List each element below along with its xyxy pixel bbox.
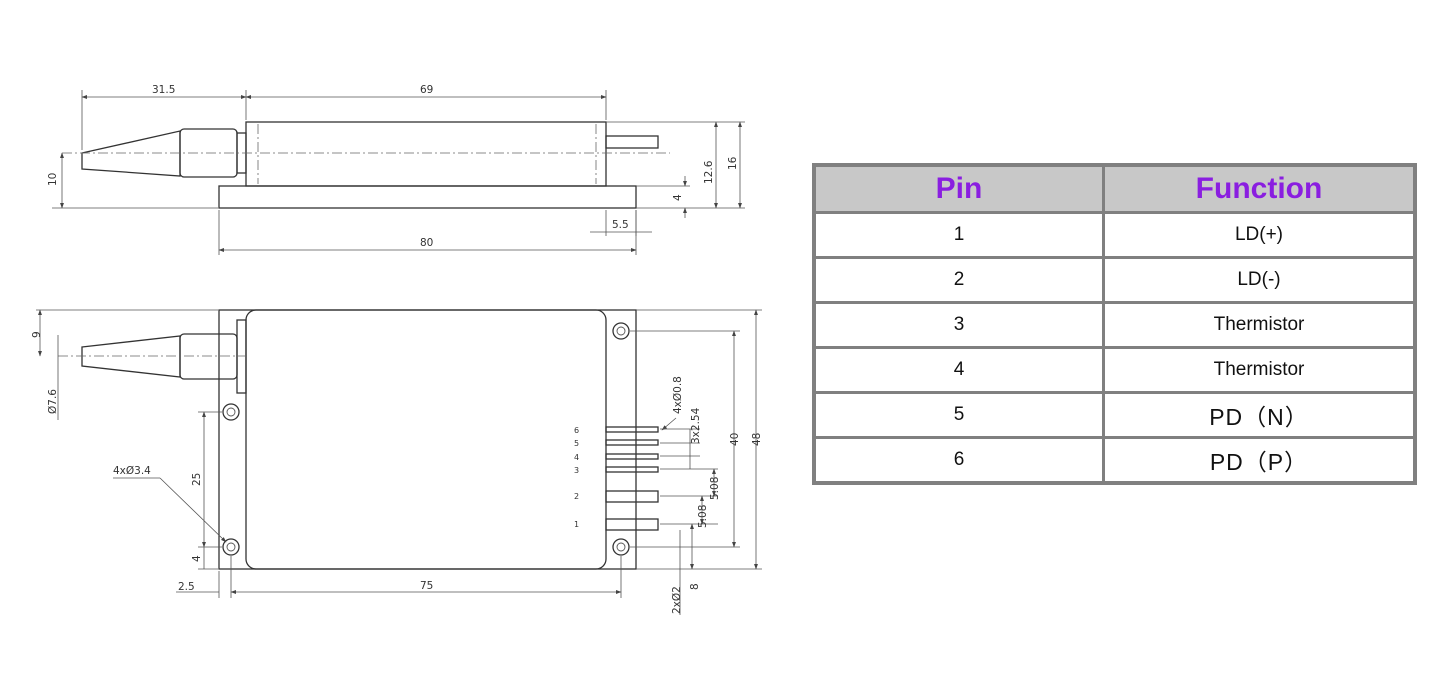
top-body [245, 309, 607, 570]
pin-number: 5 [812, 391, 1105, 439]
dim-fiber-offset: 9 [31, 331, 43, 338]
pin-label-2: 2 [574, 492, 579, 501]
dim-total-width: 48 [751, 433, 763, 446]
dim-hole-edge-h: 2.5 [178, 581, 195, 593]
pin-function: PD（P） [1102, 436, 1417, 485]
side-fiber-boot [81, 130, 181, 177]
dim-fiber-diameter: Ø7.6 [47, 389, 59, 414]
header-pin: Pin [812, 163, 1105, 214]
dim-pin-diameter: 4xØ0.8 [672, 376, 684, 414]
pin-2 [605, 490, 659, 503]
dim-body-length: 69 [420, 84, 433, 96]
top-view: 6 5 4 3 2 1 9 Ø7.6 4xØ3.4 25 4 2.5 75 [31, 309, 763, 615]
dim-pin-hole-diameter: 2xØ2 [671, 586, 683, 614]
table-row: 4 Thermistor [812, 346, 1417, 394]
dim-hole-spacing-h: 75 [420, 580, 433, 592]
table-header-row: Pin Function [812, 163, 1417, 214]
dim-fiber-height: 10 [47, 173, 59, 186]
dim-fiber-length: 31.5 [152, 84, 175, 96]
dim-pin-gap-b: 5.08 [697, 505, 709, 528]
table-row: 6 PD（P） [812, 436, 1417, 485]
pin-number: 6 [812, 436, 1105, 485]
dim-pin-offset: 5.5 [612, 219, 629, 231]
pin-function: PD（N） [1102, 391, 1417, 439]
table-row: 3 Thermistor [812, 301, 1417, 349]
table-row: 1 LD(+) [812, 211, 1417, 259]
dim-body-height: 12.6 [703, 160, 715, 184]
side-view: 31.5 69 80 5.5 10 4 12.6 16 [47, 84, 745, 255]
pin-label-3: 3 [574, 466, 579, 475]
pin-function: LD(-) [1102, 256, 1417, 304]
dim-pin-edge: 8 [689, 583, 701, 590]
top-fiber-flange [236, 319, 247, 394]
mount-hole-bottom-left [222, 538, 240, 556]
pin-function: LD(+) [1102, 211, 1417, 259]
table-row: 5 PD（N） [812, 391, 1417, 439]
mount-hole-top-left [222, 403, 240, 421]
pin-4 [605, 453, 659, 460]
dim-hole-edge-v: 4 [191, 555, 203, 562]
pin-function-table: Pin Function 1 LD(+) 2 LD(-) 3 Thermisto… [812, 163, 1417, 485]
dim-total-height: 16 [727, 156, 739, 170]
mount-hole-top-right [612, 322, 630, 340]
pin-label-4: 4 [574, 453, 579, 462]
dim-mount-holes: 4xØ3.4 [113, 465, 151, 477]
pin-label-6: 6 [574, 426, 579, 435]
top-fiber-collar [179, 333, 238, 380]
side-body [245, 121, 607, 187]
header-function: Function [1102, 163, 1417, 214]
pin-number: 3 [812, 301, 1105, 349]
side-base-plate [218, 185, 637, 209]
pin-6 [605, 426, 659, 433]
side-pin [605, 135, 659, 149]
pin-number: 1 [812, 211, 1105, 259]
table-row: 2 LD(-) [812, 256, 1417, 304]
pin-3 [605, 466, 659, 473]
dim-hole-spacing-v: 25 [191, 473, 203, 486]
pin-1 [605, 518, 659, 531]
dim-base-thickness: 4 [672, 194, 684, 201]
pin-number: 4 [812, 346, 1105, 394]
mount-hole-bottom-right [612, 538, 630, 556]
pin-5 [605, 439, 659, 446]
pin-function: Thermistor [1102, 301, 1417, 349]
dim-pin-pitch: 3x2.54 [690, 407, 702, 444]
dim-body-width: 40 [729, 433, 741, 446]
pin-function: Thermistor [1102, 346, 1417, 394]
dim-base-length: 80 [420, 237, 433, 249]
pin-label-1: 1 [574, 520, 579, 529]
pin-number: 2 [812, 256, 1105, 304]
pin-label-5: 5 [574, 439, 579, 448]
dim-pin-gap-a: 5.08 [709, 477, 721, 500]
mechanical-drawing: 31.5 69 80 5.5 10 4 12.6 16 [31, 84, 763, 615]
top-fiber-boot [81, 335, 181, 378]
